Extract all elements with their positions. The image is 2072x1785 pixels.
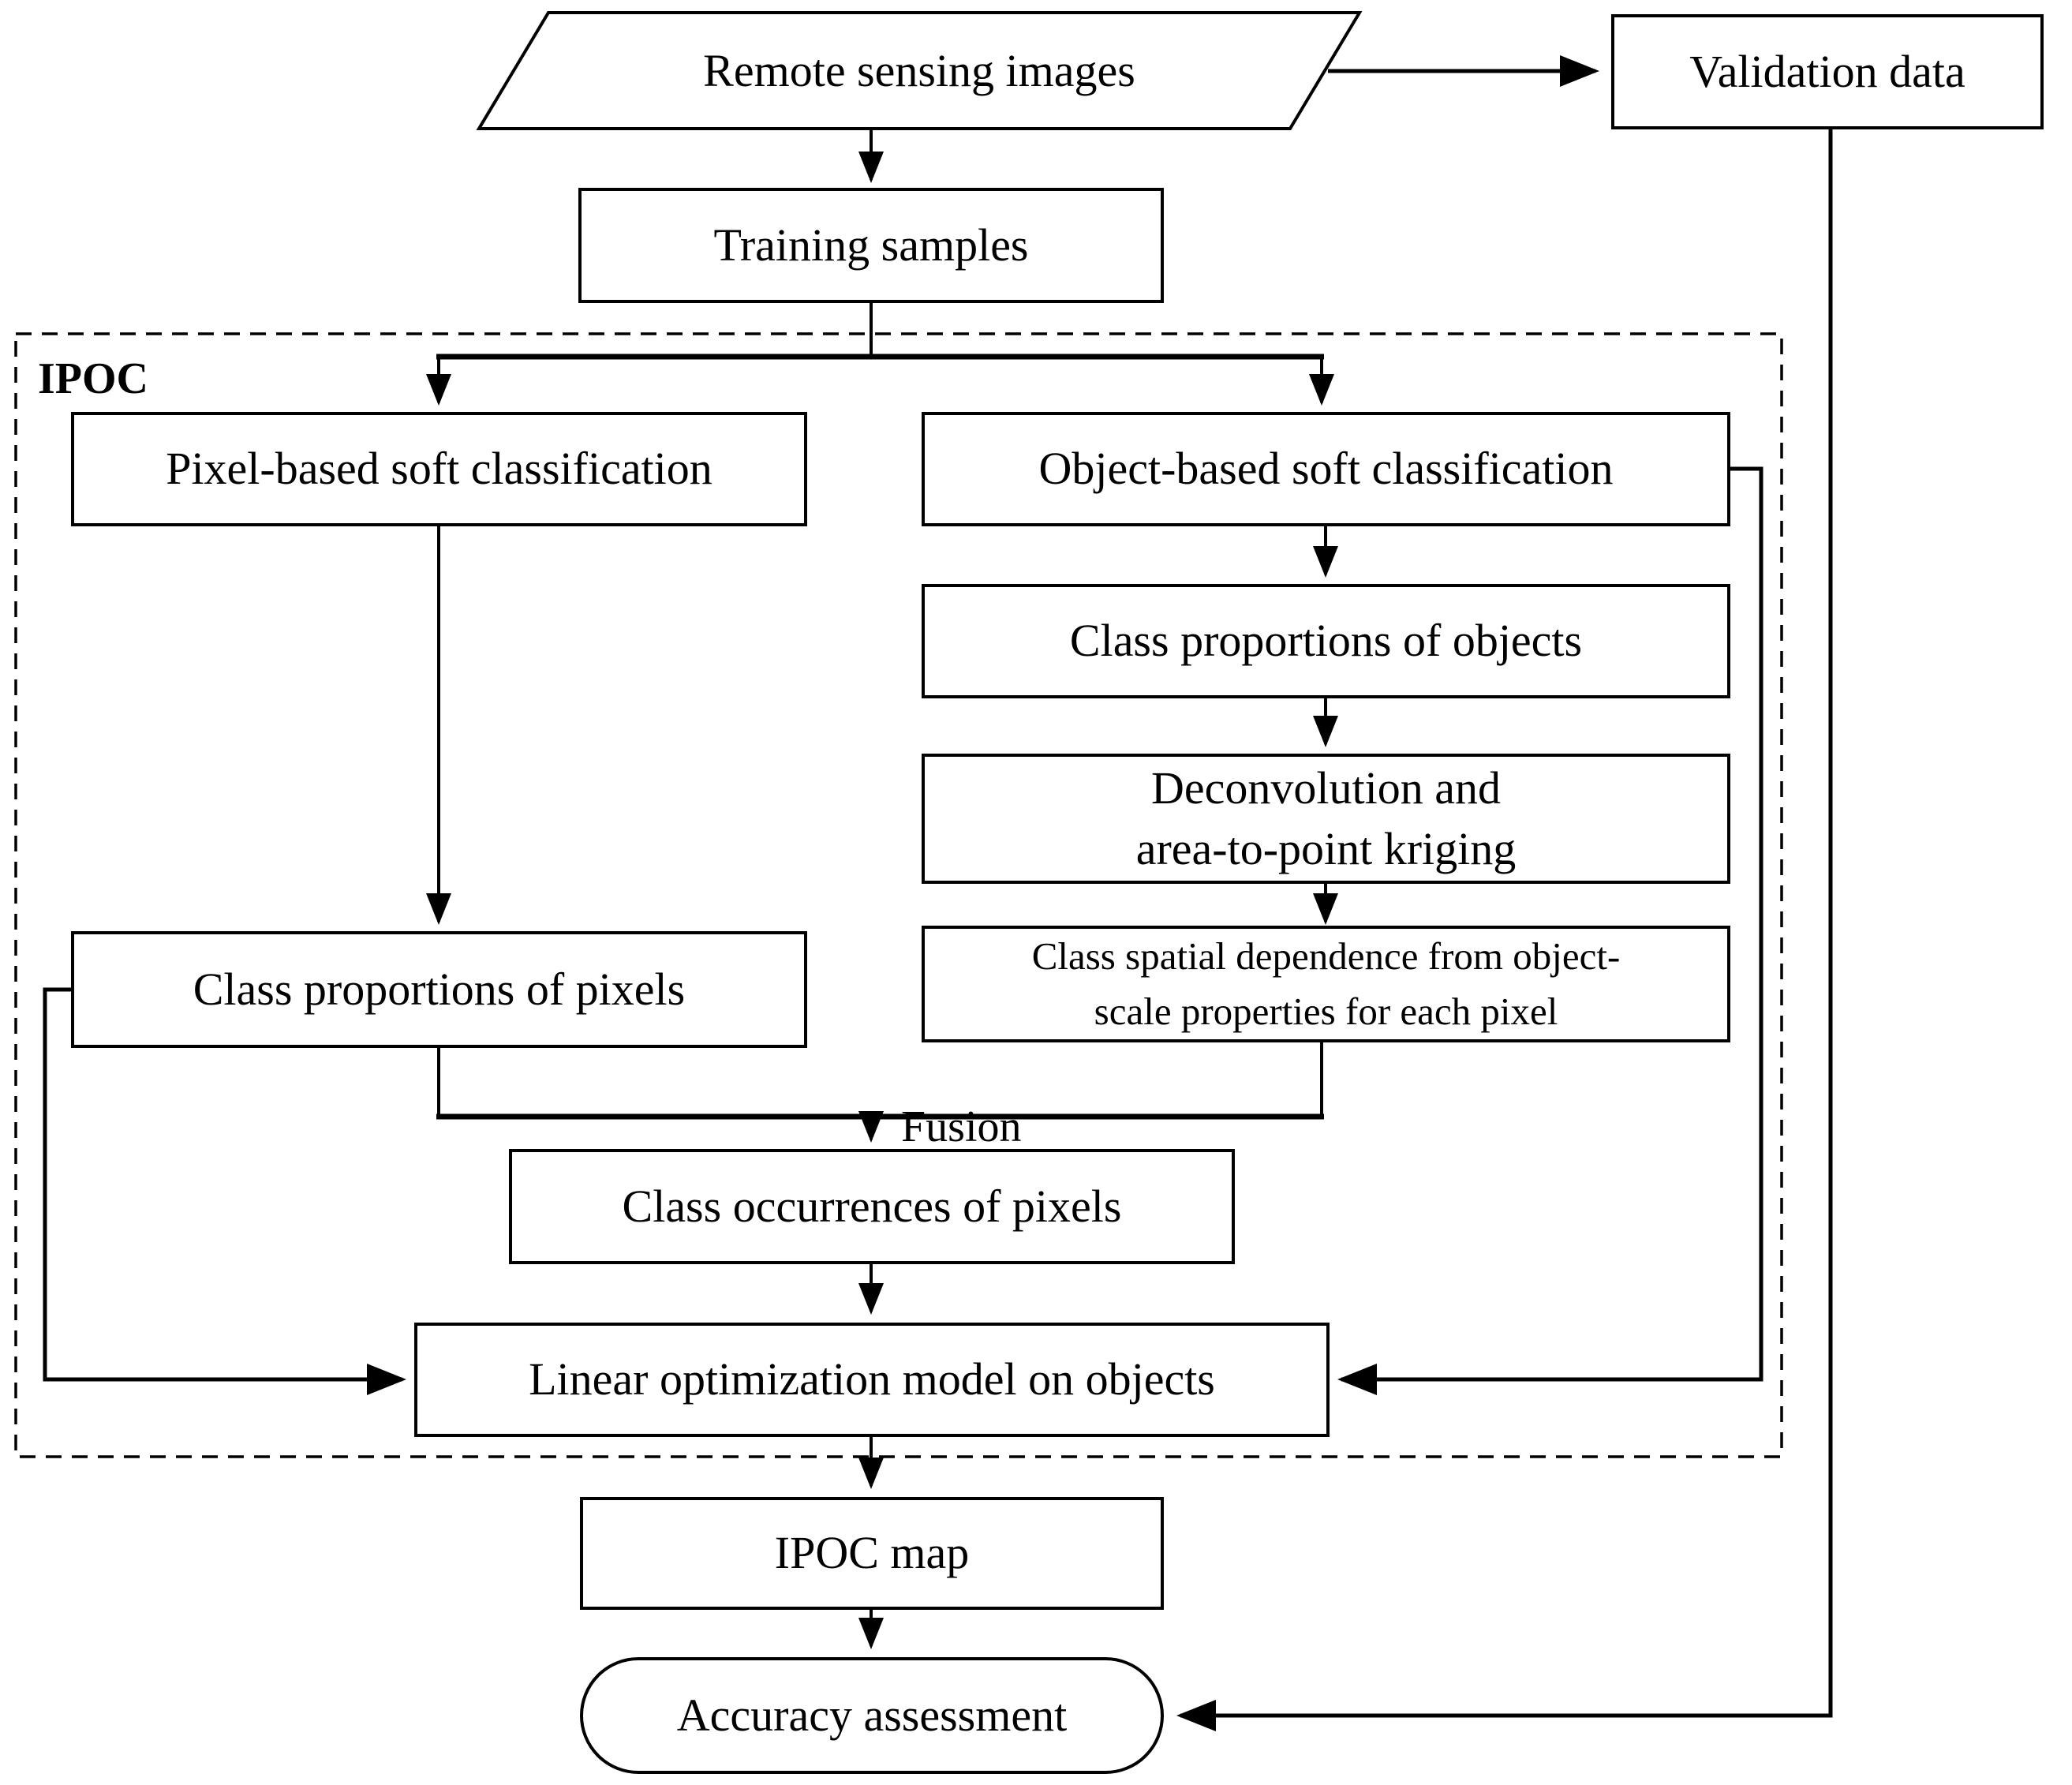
node-pixel-based-soft-classification: Pixel-based soft classification (71, 412, 807, 526)
node-training-samples: Training samples (578, 188, 1164, 303)
remote-sensing-parallelogram (476, 11, 1363, 130)
node-ipoc-map: IPOC map (580, 1497, 1164, 1610)
edge-pixels-to-linear (43, 987, 406, 1395)
ipoc-container-label: IPOC (38, 354, 148, 403)
node-object-based-soft-classification: Object-based soft classification (922, 412, 1730, 526)
fusion-edge-label: Fusion (901, 1102, 1022, 1151)
node-remote-sensing-images: Remote sensing images (703, 45, 1135, 96)
ipoc-dashed-container (14, 332, 1783, 1458)
edge-object-to-linear (1337, 466, 1763, 1395)
node-class-proportions-of-objects: Class proportions of objects (922, 584, 1730, 698)
node-linear-optimization-model: Linear optimization model on objects (414, 1323, 1330, 1437)
node-class-occurrences-of-pixels: Class occurrences of pixels (509, 1149, 1235, 1264)
node-deconvolution-kriging: Deconvolution and area-to-point kriging (922, 754, 1730, 884)
node-accuracy-assessment: Accuracy assessment (580, 1657, 1164, 1774)
node-validation-data: Validation data (1611, 14, 2044, 129)
node-class-proportions-of-pixels: Class proportions of pixels (71, 931, 807, 1048)
edge-validation-to-accuracy (1176, 129, 1833, 1731)
node-class-spatial-dependence: Class spatial dependence from object- sc… (922, 926, 1730, 1042)
